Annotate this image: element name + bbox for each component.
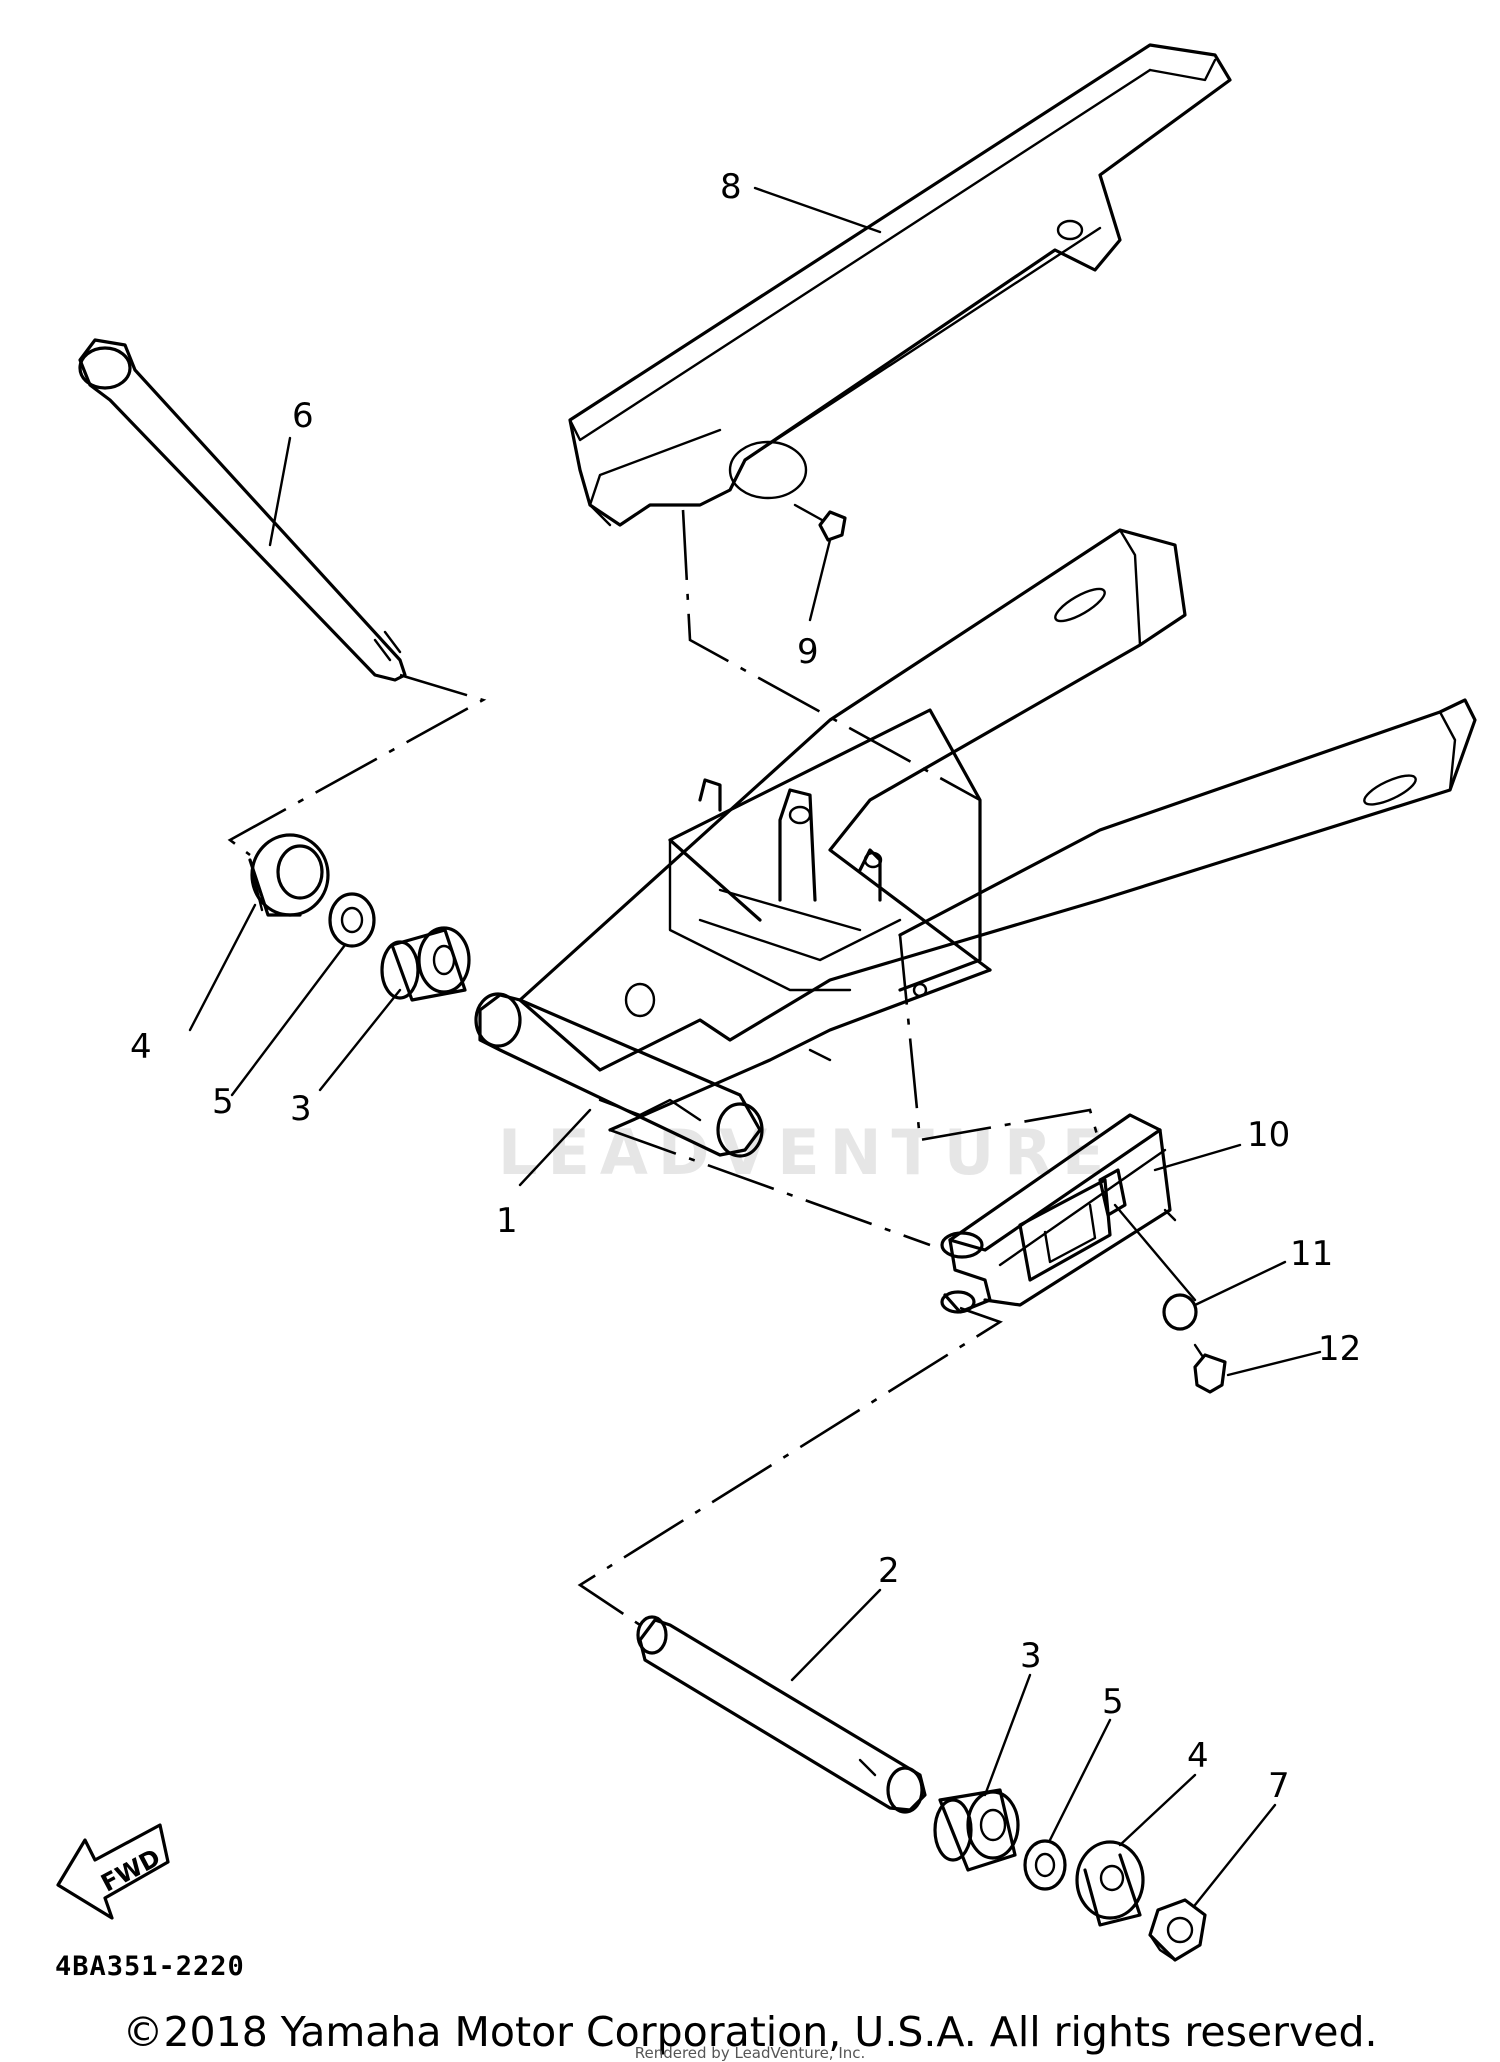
callout-7: 7 bbox=[1268, 1766, 1290, 1806]
callout-labels: 8 6 9 4 5 3 1 10 11 12 2 3 5 4 7 bbox=[130, 167, 1361, 1806]
bearing-cap-right-part bbox=[1075, 1840, 1145, 1927]
diagram-part-code: 4BA351-2220 bbox=[55, 1951, 245, 1982]
callout-8: 8 bbox=[720, 167, 742, 207]
pivot-axle-part bbox=[636, 1615, 927, 1814]
callout-5-upper: 5 bbox=[212, 1082, 234, 1122]
callout-11: 11 bbox=[1290, 1234, 1333, 1274]
callout-4-upper: 4 bbox=[130, 1027, 152, 1067]
washer-left-part bbox=[328, 892, 376, 948]
callout-9: 9 bbox=[797, 632, 819, 672]
nut-part bbox=[1148, 1898, 1207, 1962]
callout-1: 1 bbox=[496, 1201, 518, 1241]
bolt-part bbox=[793, 503, 847, 542]
washer-right-part bbox=[1023, 1839, 1067, 1891]
callout-4-lower: 4 bbox=[1187, 1736, 1209, 1776]
callout-6: 6 bbox=[292, 396, 314, 436]
callout-12: 12 bbox=[1318, 1329, 1361, 1369]
bearing-cap-left-part bbox=[248, 833, 330, 917]
chain-guard-part bbox=[568, 43, 1232, 527]
screw-part bbox=[1193, 1343, 1227, 1394]
swingarm-part bbox=[474, 528, 1477, 1158]
callout-5-lower: 5 bbox=[1102, 1682, 1124, 1722]
collar-part bbox=[1162, 1293, 1198, 1331]
assembly-lines bbox=[227, 509, 1102, 1627]
callout-10: 10 bbox=[1247, 1115, 1290, 1155]
pivot-shaft-part bbox=[78, 338, 407, 682]
bushing-right-part bbox=[933, 1788, 1020, 1872]
callout-3-upper: 3 bbox=[290, 1089, 312, 1129]
fwd-label: FWD bbox=[96, 1843, 165, 1897]
leader-lines bbox=[188, 186, 1322, 1907]
rendered-by-note: Rendered by LeadVenture, Inc. bbox=[634, 2044, 866, 2062]
forward-direction-arrow: FWD bbox=[56, 1823, 170, 1920]
callout-2: 2 bbox=[878, 1551, 900, 1591]
watermark-text: LEADVENTURE bbox=[498, 1116, 1114, 1189]
bushing-left-part bbox=[380, 926, 471, 1002]
chain-slider-part bbox=[940, 1113, 1177, 1314]
copyright-notice: ©2018 Yamaha Motor Corporation, U.S.A. A… bbox=[122, 2008, 1378, 2056]
callout-3-lower: 3 bbox=[1020, 1636, 1042, 1676]
